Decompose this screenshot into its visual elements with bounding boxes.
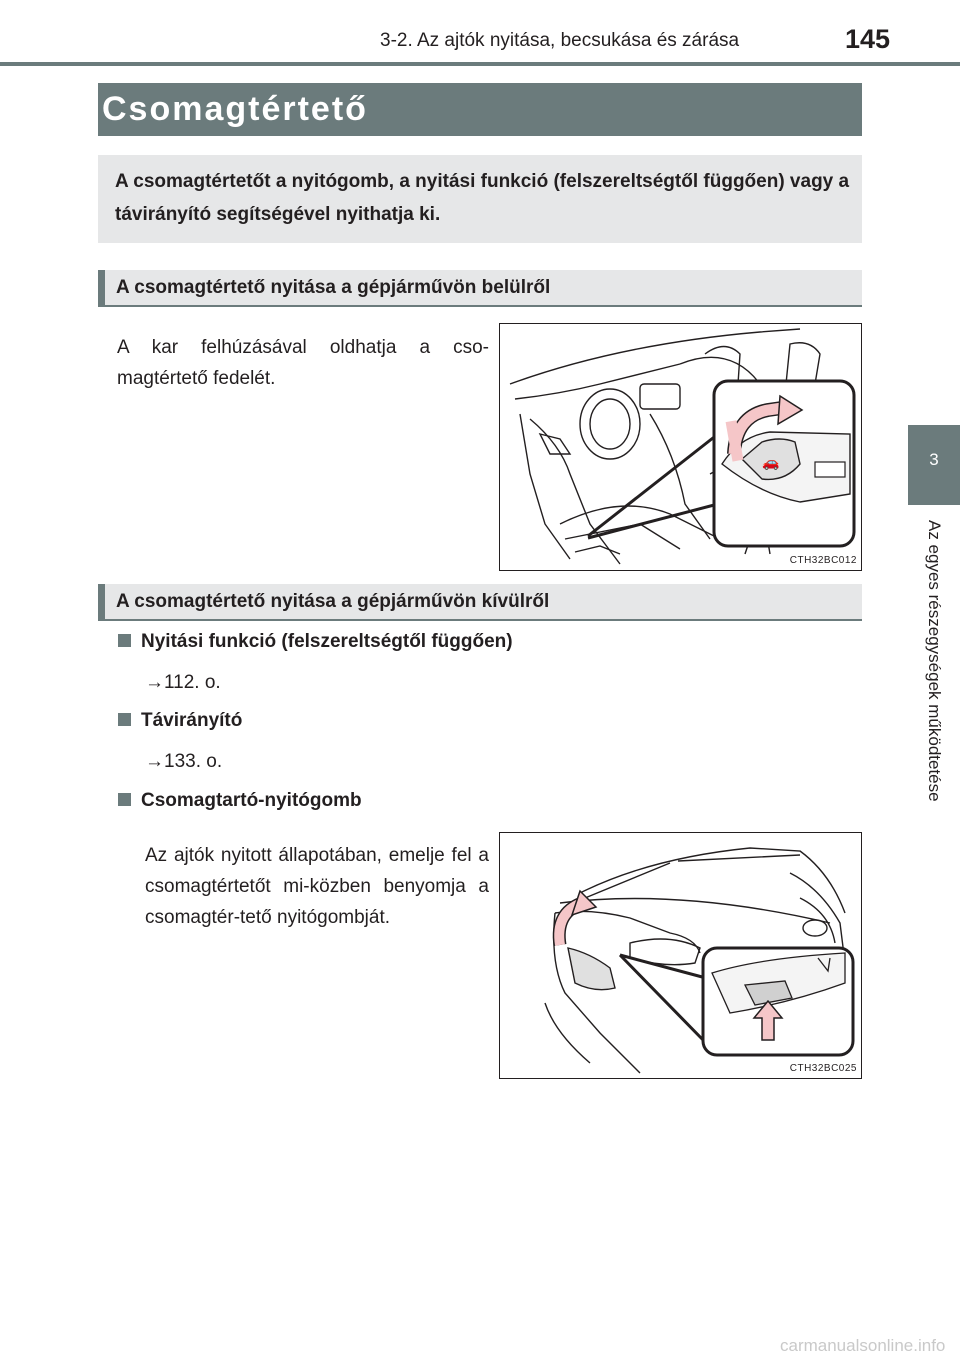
page-number: 145 bbox=[845, 24, 891, 54]
section-heading-text: A csomagtértető nyitása a gépjárművön be… bbox=[116, 277, 551, 298]
figure-interior-lever: 🚗 CTH32BC012 bbox=[499, 323, 862, 571]
section1-body: A kar felhúzásával oldhatja a cso-magtér… bbox=[117, 337, 489, 389]
list-item: Csomagtartó-nyitógomb bbox=[118, 790, 362, 812]
title-bar bbox=[98, 83, 862, 136]
list-item: Nyitási funkció (felszereltségtől függőe… bbox=[118, 631, 513, 653]
intro-text: A csomagtértetőt a nyitógomb, a nyitási … bbox=[115, 171, 850, 225]
section2-body: Az ajtók nyitott állapotában, emelje fel… bbox=[145, 845, 489, 928]
interior-illustration: 🚗 bbox=[509, 328, 856, 565]
chapter-tab: 3 bbox=[908, 425, 960, 505]
square-bullet-icon bbox=[118, 793, 131, 806]
watermark: carmanualsonline.info bbox=[780, 1336, 946, 1355]
page-title: Csomagtértető bbox=[102, 90, 368, 128]
figure-code: CTH32BC012 bbox=[789, 555, 857, 566]
running-head: 3-2. Az ajtók nyitása, becsukása és zárá… bbox=[380, 30, 740, 51]
square-bullet-icon bbox=[118, 634, 131, 647]
section-heading-inside: A csomagtértető nyitása a gépjárművön be… bbox=[98, 270, 862, 307]
page-reference[interactable]: →112. o. bbox=[145, 672, 221, 693]
svg-text:🚗: 🚗 bbox=[762, 455, 779, 471]
section-heading-text: A csomagtértető nyitása a gépjárművön kí… bbox=[116, 591, 550, 612]
section-marker bbox=[98, 584, 105, 619]
chapter-title: Az egyes részegységek működtetése bbox=[925, 520, 944, 802]
intro-box bbox=[98, 155, 862, 243]
figure-code: CTH32BC025 bbox=[789, 1063, 857, 1074]
figure-trunk-button: CTH32BC025 bbox=[499, 832, 862, 1079]
section-marker bbox=[98, 270, 105, 305]
page-reference[interactable]: →133. o. bbox=[145, 751, 223, 772]
square-bullet-icon bbox=[118, 713, 131, 726]
header-rule bbox=[0, 62, 960, 66]
list-item: Távirányító bbox=[118, 710, 242, 732]
section-heading-outside: A csomagtértető nyitása a gépjárművön kí… bbox=[98, 584, 862, 621]
trunk-illustration bbox=[544, 847, 855, 1074]
chapter-number: 3 bbox=[929, 450, 939, 469]
